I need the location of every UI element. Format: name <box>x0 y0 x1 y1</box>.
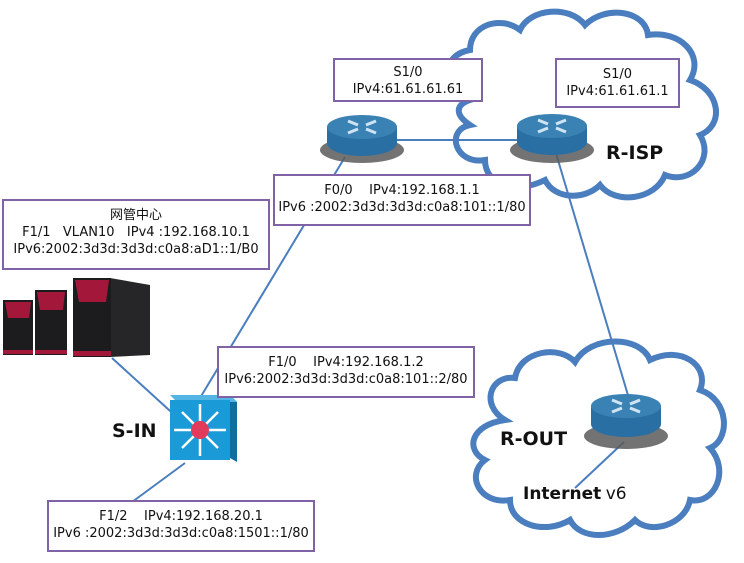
s-in-f1-0-info-box: F1/0 IPv4:192.168.1.2 IPv6:2002:3d3d:3d3… <box>217 346 475 398</box>
r-isp-label: R-ISP <box>606 142 664 164</box>
ipv4-address: IPv4:61.61.61.1 <box>566 84 669 99</box>
r1-s1-0-info-box: S1/0 IPv4:61.61.61.61 <box>333 58 483 102</box>
interface-ipv4: F0/0 IPv4:192.168.1.1 <box>324 183 480 198</box>
link-servers-sin <box>111 357 181 421</box>
link-risp-rout <box>554 149 631 403</box>
link-sin-f12 <box>127 462 186 506</box>
server-group-icon <box>3 278 150 357</box>
r1-f0-0-info-box: F0/0 IPv4:192.168.1.1 IPv6 :2002:3d3d:3d… <box>273 174 531 226</box>
interface-label: S1/0 <box>602 67 633 82</box>
v6-label: v6 <box>605 484 627 504</box>
ipv4-address: IPv4:61.61.61.61 <box>352 82 464 97</box>
router-r-isp-icon <box>510 114 594 163</box>
interface-label: S1/0 <box>393 65 423 80</box>
ipv6-address: IPv6 :2002:3d3d:3d3d:c0a8:101::1/80 <box>278 200 526 215</box>
switch-s-in-icon <box>170 395 237 462</box>
r-out-label: R-OUT <box>500 428 568 450</box>
nms-info-box: 网管中心 F1/1 VLAN10 IPv4 :192.168.10.1 IPv6… <box>2 199 270 270</box>
link-rout-internet <box>574 441 625 489</box>
interface-ipv4: F1/0 IPv4:192.168.1.2 <box>268 355 424 370</box>
interface-vlan-ipv4: F1/1 VLAN10 IPv4 :192.168.10.1 <box>22 225 250 240</box>
interface-ipv4: F1/2 IPv4:192.168.20.1 <box>99 509 263 524</box>
ipv6-address: IPv6:2002:3d3d:3d3d:c0a8:aD1::1/B0 <box>13 242 259 257</box>
router-r-out-icon <box>584 394 668 449</box>
s-in-f1-2-info-box: F1/2 IPv4:192.168.20.1 IPv6 :2002:3d3d:3… <box>47 500 315 552</box>
s-in-label: S-IN <box>112 420 157 442</box>
nms-title: 网管中心 <box>109 208 162 223</box>
router-r1-icon <box>320 115 404 163</box>
ipv6-address: IPv6:2002:3d3d:3d3d:c0a8:101::2/80 <box>224 372 468 387</box>
internet-label: Internet <box>523 484 602 504</box>
isp-s1-0-info-box: S1/0 IPv4:61.61.61.1 <box>555 58 680 108</box>
internet-v6-label: Internet v6 <box>523 484 627 504</box>
ipv6-address: IPv6 :2002:3d3d:3d3d:c0a8:1501::1/80 <box>53 526 309 541</box>
